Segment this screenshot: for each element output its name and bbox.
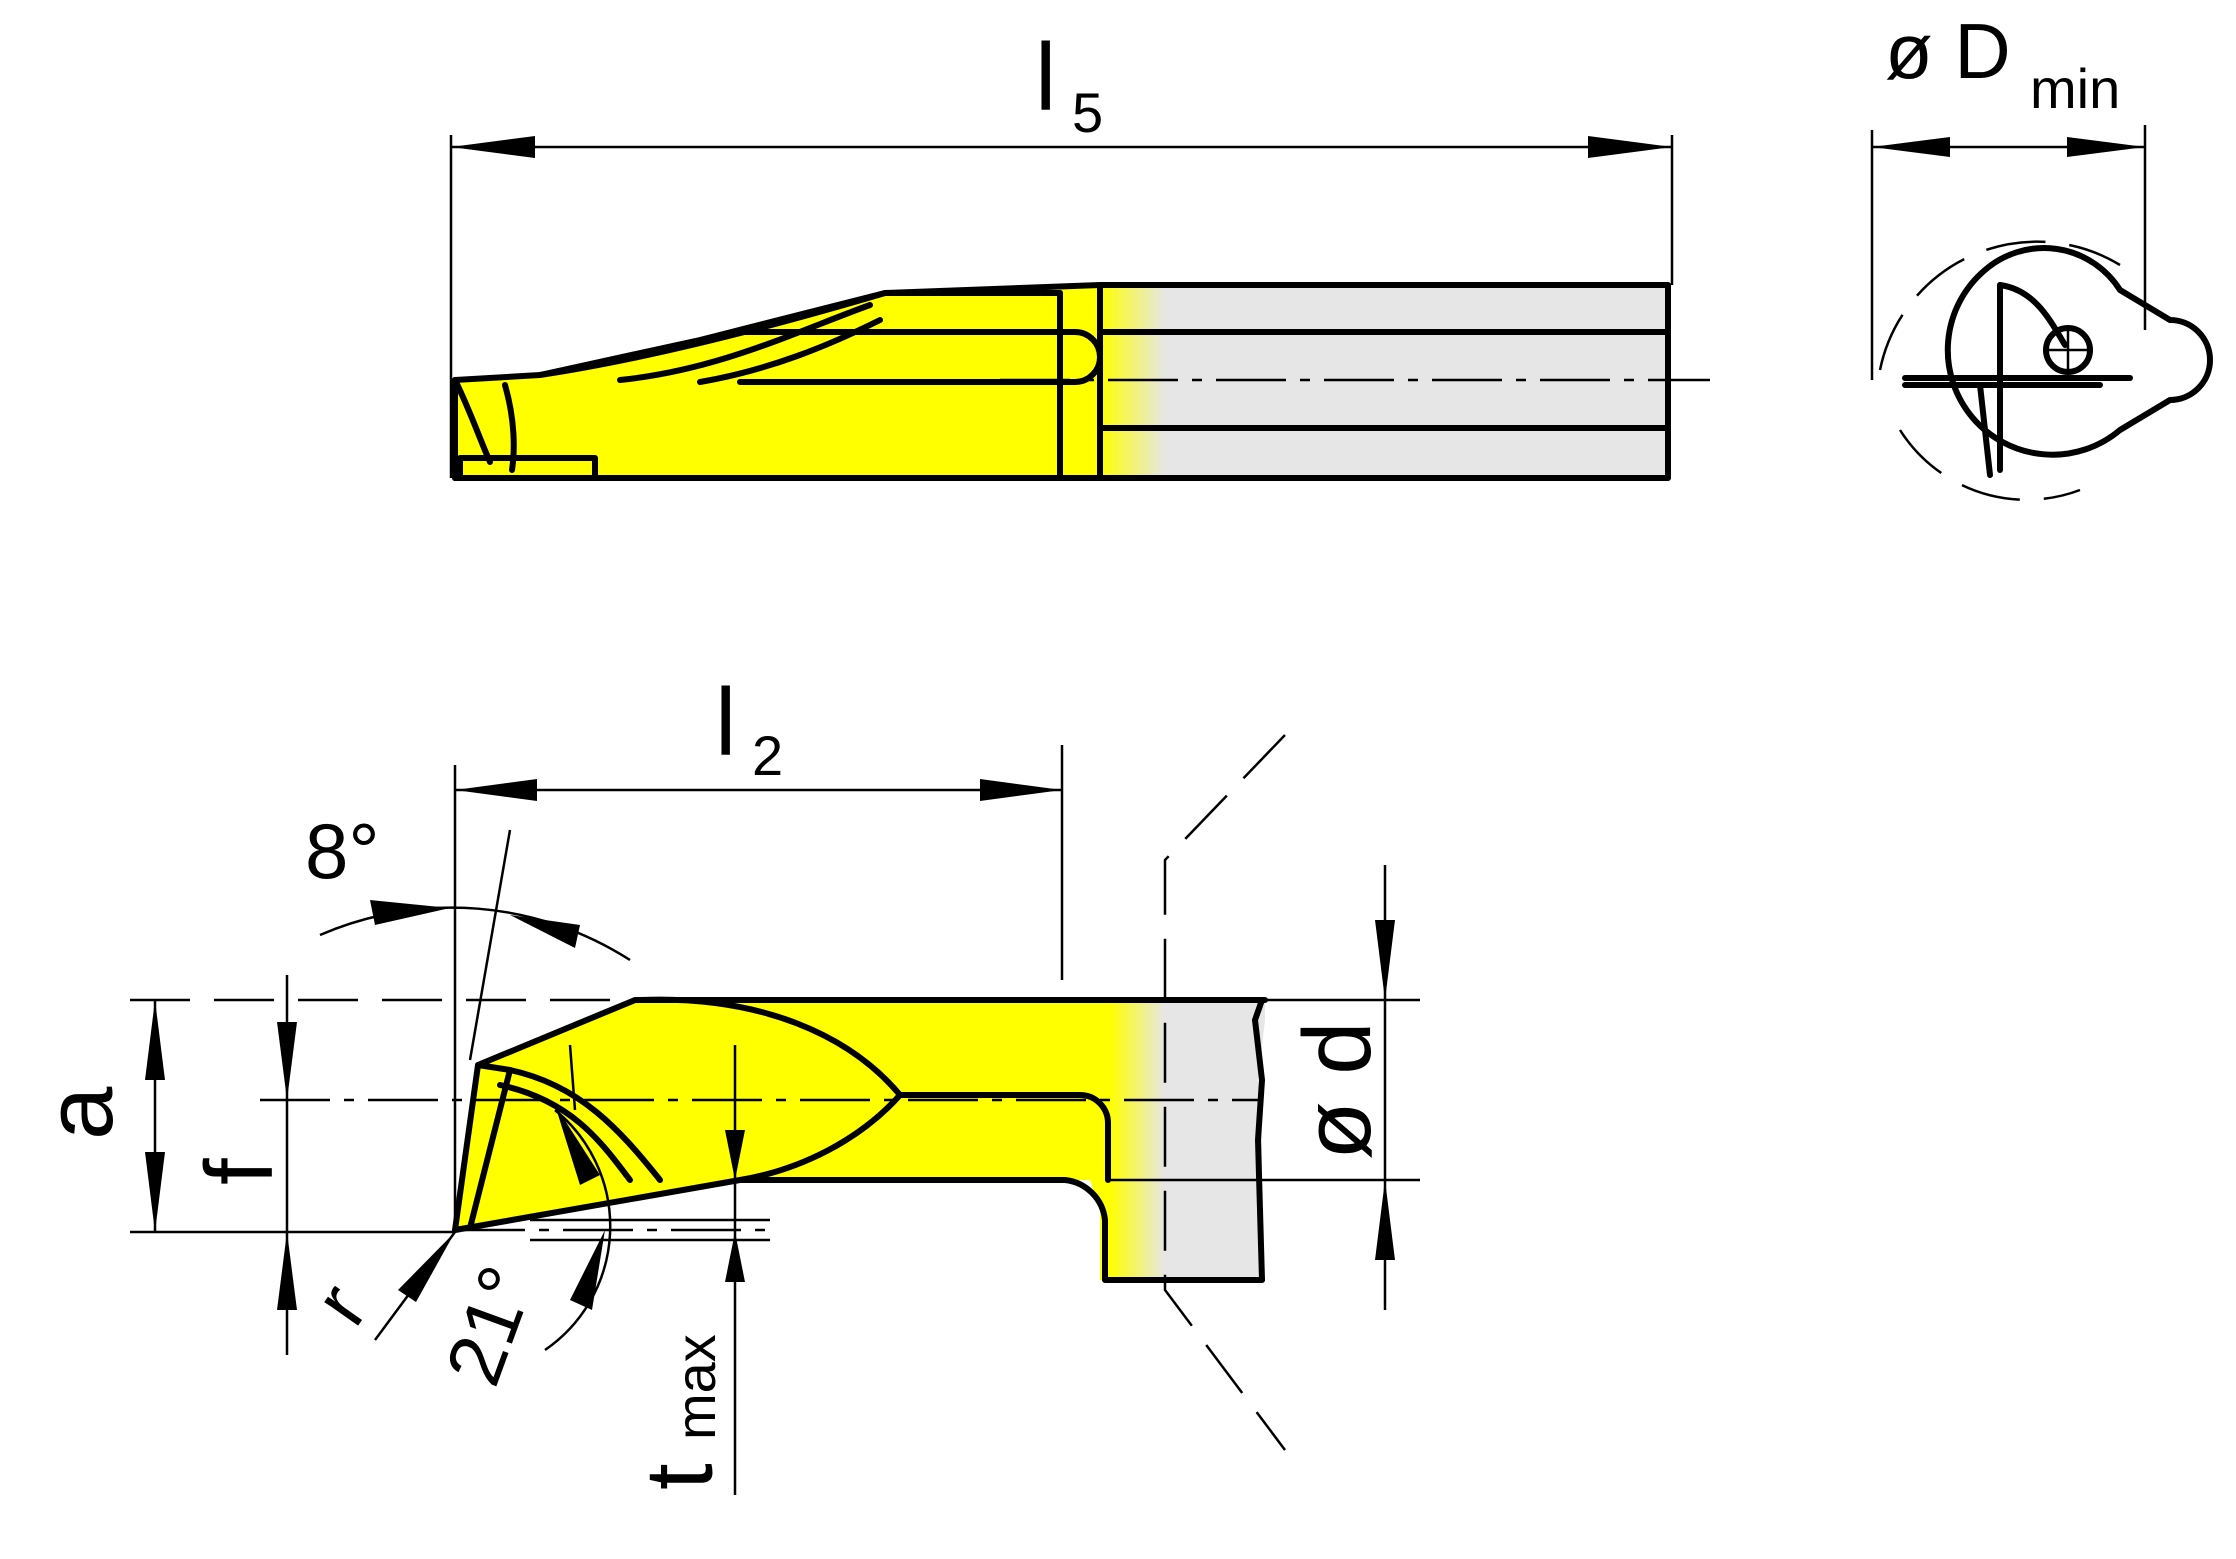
- side-view: [452, 282, 1710, 481]
- label-l2: l: [715, 669, 736, 776]
- label-a: a: [26, 1086, 133, 1140]
- label-f: f: [186, 1158, 293, 1185]
- label-angle-front: 21°: [428, 1255, 551, 1396]
- label-tmax: t: [626, 1463, 733, 1490]
- label-angle-clearance: 8°: [305, 807, 380, 895]
- label-dmin: ø D: [1885, 7, 2011, 95]
- detail-shank-fade: [1110, 1000, 1165, 1280]
- label-d: ø d: [1284, 1021, 1391, 1160]
- dimension-a: a: [26, 998, 640, 1234]
- detail-insert-body: [455, 1000, 1110, 1280]
- dimension-angle-clearance: 8°: [305, 807, 631, 1061]
- dimension-d: ø d: [1262, 865, 1420, 1310]
- label-dmin-sub: min: [2030, 57, 2120, 120]
- dimension-tmax: t max: [626, 1045, 745, 1495]
- dimension-r: r: [297, 1231, 457, 1341]
- label-l5-sub: 5: [1072, 81, 1103, 144]
- dimension-l2: l 2: [453, 669, 1064, 1225]
- shank-fade: [1100, 285, 1165, 478]
- coolant-hole: [2043, 325, 2093, 375]
- end-view: [1878, 240, 2213, 501]
- label-r: r: [297, 1268, 384, 1340]
- label-l2-sub: 2: [752, 724, 783, 787]
- dimension-dmin: ø D min: [1870, 7, 2147, 380]
- detail-view: [260, 734, 1420, 1451]
- label-l5: l: [1035, 24, 1056, 131]
- label-tmax-sub: max: [664, 1334, 727, 1440]
- dimension-f: f: [186, 975, 297, 1355]
- shank-body: [1100, 285, 1668, 478]
- dimension-l5: l 5: [449, 24, 1674, 478]
